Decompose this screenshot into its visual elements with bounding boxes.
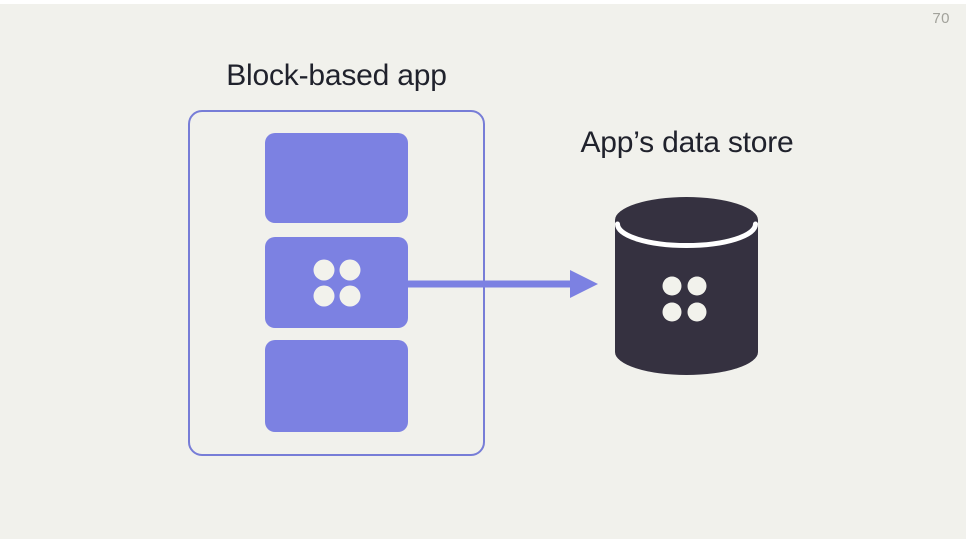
dot-icon	[313, 285, 334, 306]
app-block	[265, 340, 408, 432]
page-number: 70	[932, 10, 950, 27]
four-dots-icon	[313, 259, 360, 306]
datastore-title: App’s data store	[580, 126, 794, 159]
app-title: Block-based app	[226, 59, 447, 92]
app-block	[265, 133, 408, 223]
database-icon	[615, 197, 758, 375]
arrow-right-icon	[408, 270, 598, 298]
bottom-letterbox	[0, 539, 966, 543]
dot-icon	[339, 285, 360, 306]
app-block	[265, 237, 408, 328]
dot-icon	[313, 259, 334, 280]
dot-icon	[339, 259, 360, 280]
db-four-dots-icon	[662, 276, 707, 322]
top-letterbox	[0, 0, 966, 4]
